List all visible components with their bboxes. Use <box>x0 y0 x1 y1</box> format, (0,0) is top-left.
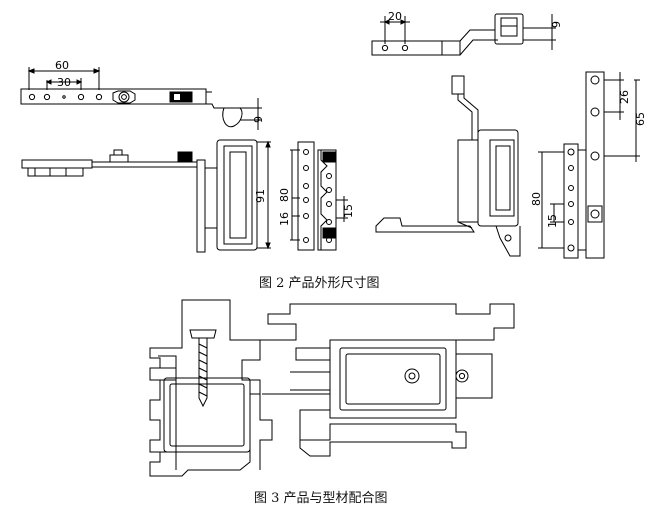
dim-91-label: 91 <box>254 189 267 203</box>
dim-80-left-label: 80 <box>278 188 291 202</box>
dim-15-left-label: 15 <box>342 204 355 218</box>
dim-9-right-label: 9 <box>550 21 563 28</box>
dim-9-left-label: 9 <box>252 116 265 123</box>
dim-80-right-label: 80 <box>530 192 543 206</box>
left-top-view: 60 30 9 <box>20 59 265 130</box>
dim-20-label: 20 <box>388 10 402 23</box>
left-side-view: 91 <box>21 139 271 253</box>
figure-3-caption: 图 3 产品与型材配合图 <box>254 491 388 506</box>
dim-60-label: 60 <box>55 59 69 72</box>
right-side-view <box>375 75 521 257</box>
dim-26-label: 26 <box>618 90 631 104</box>
right-top-view: 20 9 <box>371 10 563 56</box>
left-plate-view: 80 16 15 <box>278 141 355 251</box>
dim-65-label: 65 <box>634 112 647 126</box>
dim-30-label: 30 <box>57 76 71 89</box>
dim-16-label: 16 <box>278 212 291 226</box>
figure-2-caption: 图 2 产品外形尺寸图 <box>259 276 380 291</box>
profile-cross-section <box>149 299 515 477</box>
dim-15-right-label: 15 <box>546 214 559 228</box>
right-plate-view: 26 65 80 15 <box>530 71 647 259</box>
